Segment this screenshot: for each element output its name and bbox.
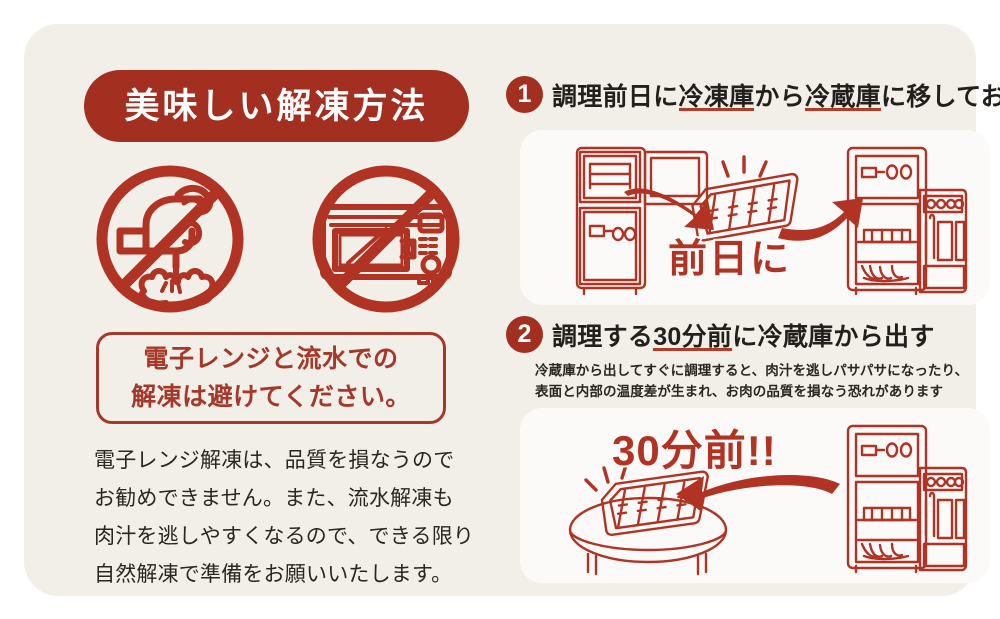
left-column: 美味しい解凍方法 <box>72 44 482 586</box>
step-2-title-part-underlined: 30分前 <box>653 322 733 353</box>
step-1-illustration-label: 前日に <box>668 238 792 281</box>
notice-line-2: 解凍は避けてください。 <box>131 383 411 411</box>
step-1-heading: 1 調理前日に冷凍庫から冷蔵庫に移しておく <box>506 76 1000 113</box>
body-paragraph: 電子レンジ解凍は、品質を損なうので お勧めできません。また、流水解凍も 肉汁を逃… <box>94 442 484 594</box>
step-1-title-part: 調理前日に <box>552 82 679 111</box>
notice-box: 電子レンジと流水での 解凍は避けてください。 <box>96 332 446 424</box>
body-line: 自然解凍で準備をお願いいたします。 <box>94 563 453 586</box>
step-1-illustration: 前日に <box>520 130 990 305</box>
step-2-fineprint: 冷蔵庫から出してすぐに調理すると、肉汁を逃しパサパサになったり、 表面と内部の温… <box>535 360 1000 402</box>
fineprint-line: 表面と内部の温度差が生まれ、お肉の品質を損なう恐れがあります <box>535 384 944 399</box>
step-1-title-part-underlined: 冷蔵庫 <box>805 82 881 113</box>
step-1-title-part: に移しておく <box>880 82 1000 111</box>
step-1-number: 1 <box>506 76 543 113</box>
body-line: 電子レンジ解凍は、品質を損なうので <box>94 449 455 472</box>
step-2-illustration-label: 30分前!! <box>612 427 777 474</box>
step-2-heading: 2 調理する30分前に冷蔵庫から出す <box>506 316 935 353</box>
content-panel: 美味しい解凍方法 <box>24 24 1000 596</box>
step-2-title: 調理する30分前に冷蔵庫から出す <box>552 317 935 353</box>
no-microwave-icon <box>302 159 470 319</box>
page-title: 美味しい解凍方法 <box>84 70 469 142</box>
fineprint-line: 冷蔵庫から出してすぐに調理すると、肉汁を逃しパサパサになったり、 <box>535 363 969 378</box>
body-line: お勧めできません。また、流水解凍も <box>94 487 454 510</box>
step-2-title-part: 調理する <box>552 322 654 351</box>
step-2-illustration: 30分前!! <box>520 408 990 583</box>
right-column: 1 調理前日に冷凍庫から冷蔵庫に移しておく <box>502 48 1000 600</box>
step-1-title-part: から <box>754 82 806 111</box>
step-2-title-part: に冷蔵庫から出す <box>732 322 935 351</box>
prohibition-icons <box>86 156 470 321</box>
step-2-number: 2 <box>506 316 543 353</box>
step-1-title-part-underlined: 冷凍庫 <box>678 82 755 113</box>
step-1-title: 調理前日に冷凍庫から冷蔵庫に移しておく <box>552 77 1000 113</box>
body-line: 肉汁を逃しやすくなるので、できる限り <box>94 525 475 548</box>
page-title-text: 美味しい解凍方法 <box>124 86 429 126</box>
notice-line-1: 電子レンジと流水での <box>143 345 399 373</box>
no-running-water-icon <box>86 159 254 319</box>
